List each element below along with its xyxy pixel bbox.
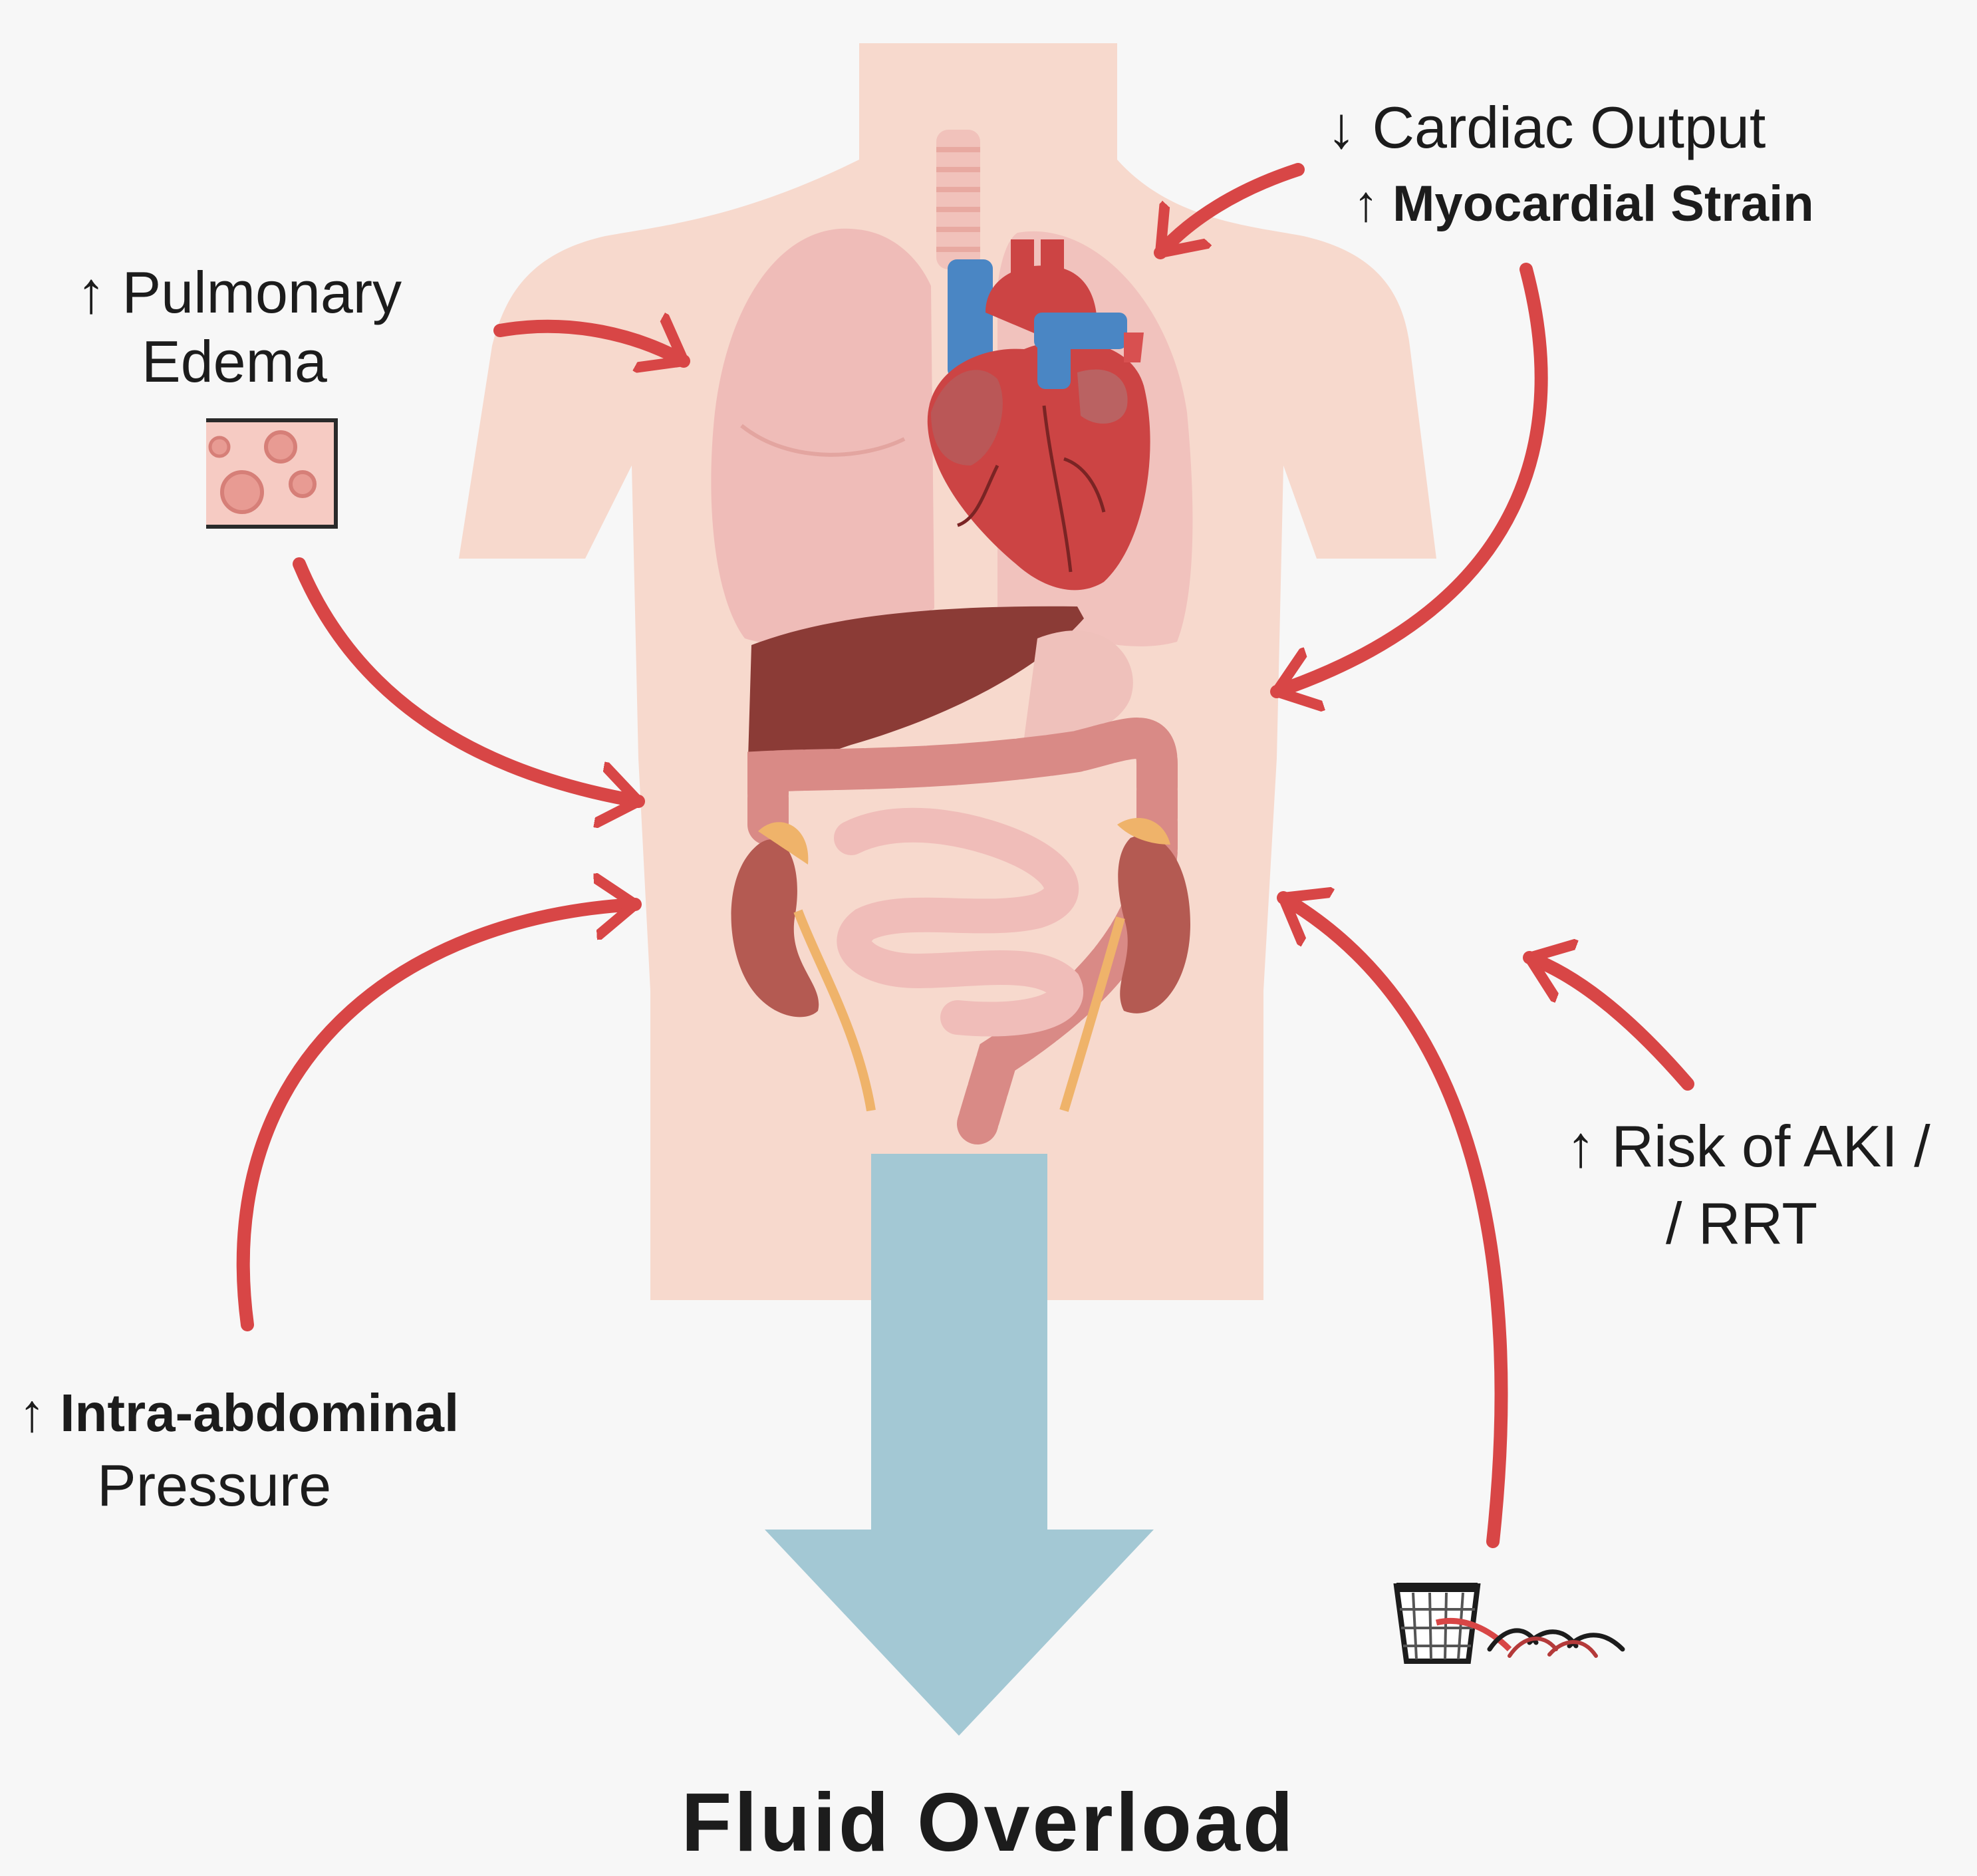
large-intestine [747,718,1178,1144]
edema-tissue-icon [206,418,338,529]
pulmonary-edema-line2: Edema [142,328,327,394]
rrt-arrow-long [1277,898,1508,1548]
myocardial-strain-label: ↑ Myocardial Strain [1353,176,1814,232]
pulmonary-edema-label: ↑ Pulmonary Edema [76,258,402,396]
diagram-title: Fluid Overload [681,1777,1296,1869]
pulmonary-edema-arrow [493,327,690,361]
liver [748,606,1084,767]
cardiac-output-label: ↓ Cardiac Output [1327,94,1766,160]
aki-rrt-label: ↑ Risk of AKI / / RRT [1566,1112,1930,1258]
intra-abdominal-line2: Pressure [97,1452,332,1519]
edema-to-body-arrow [293,557,645,801]
intra-abdominal-pressure-label: ↑ Intra-abdominal Pressure [19,1382,459,1520]
cardiac-output-arrow [1154,163,1305,259]
stomach [1024,630,1133,740]
intra-abdominal-arrow [236,904,642,1331]
aki-arrow-short [1523,958,1694,1091]
myocardial-strain-arrow [1270,263,1548,692]
pulmonary-edema-line1: ↑ Pulmonary [76,259,402,325]
intra-abdominal-line1: ↑ Intra-abdominal [19,1383,460,1442]
effect-arrows [236,163,1694,1548]
small-intestine [834,807,1083,1037]
heart [927,239,1150,591]
trachea [936,130,980,269]
aki-line1: ↑ Risk of AKI / [1566,1113,1930,1179]
kidneys [731,818,1190,1113]
dialysis-filter-icon [1393,1583,1625,1664]
aki-line2: / RRT [1666,1190,1818,1256]
fluid-overload-arrow [765,1154,1154,1736]
